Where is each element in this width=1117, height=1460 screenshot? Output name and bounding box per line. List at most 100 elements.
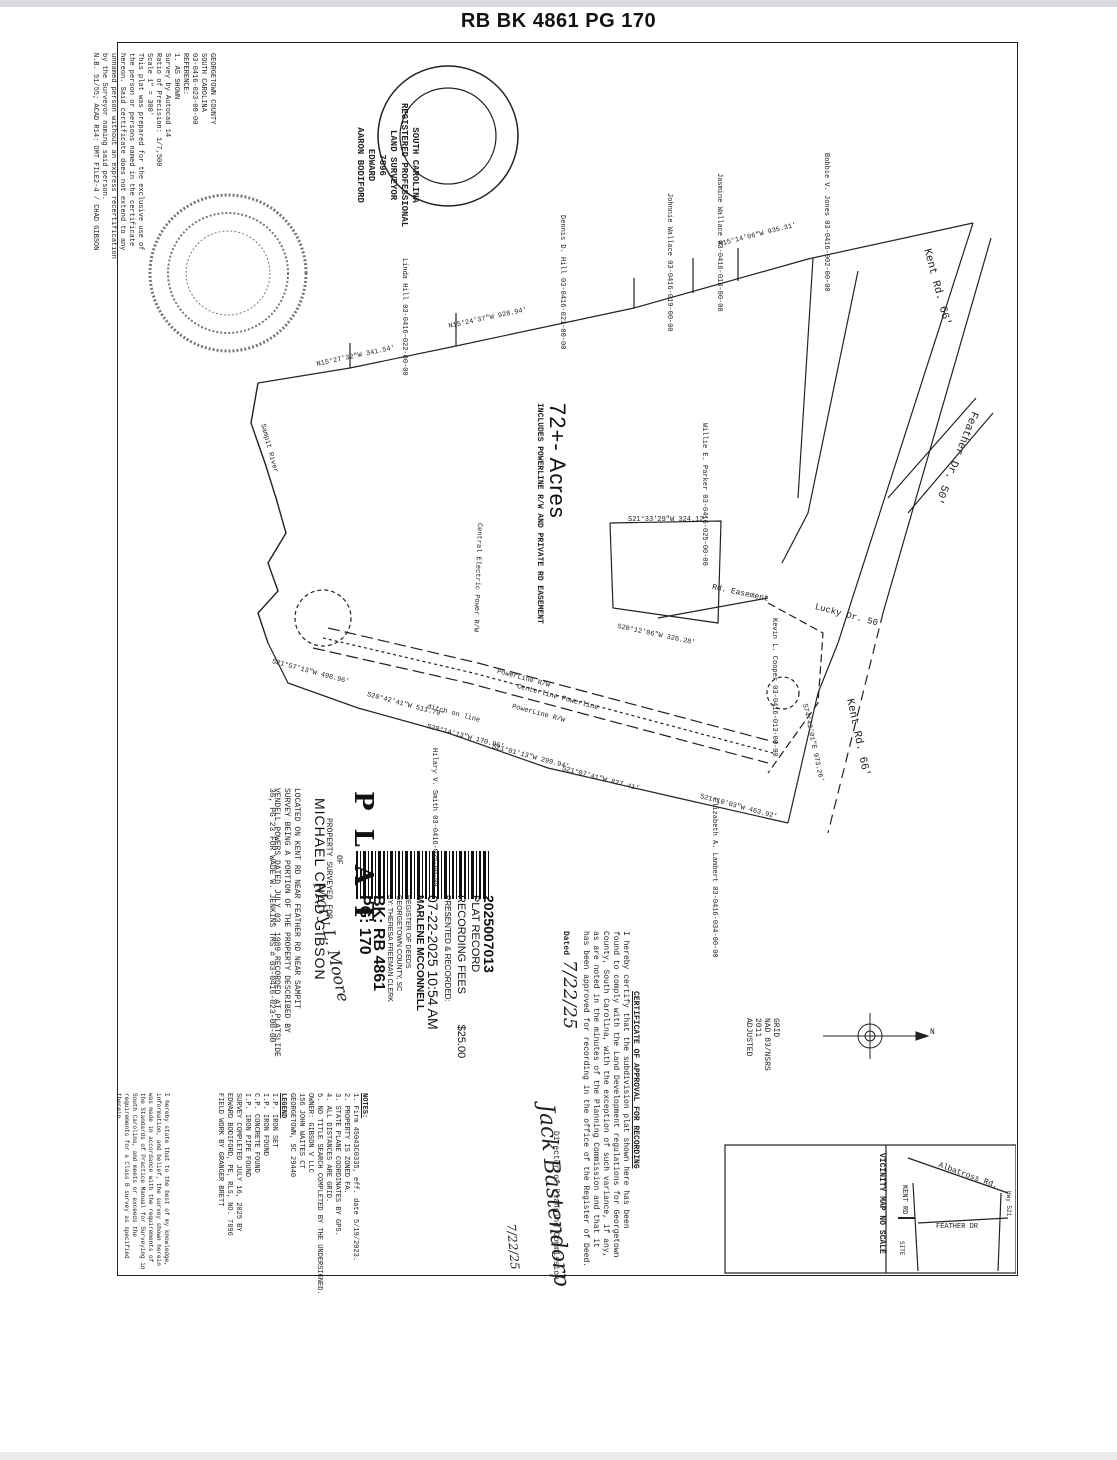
rec-county: GEORGETOWN COUNTY, SC — [395, 895, 402, 992]
ref-scale: Scale 1" = 300' — [145, 53, 153, 117]
cert-l3: County, South Carolina, with the excepti… — [601, 931, 610, 1258]
rec-doc-no: 2025007013 — [481, 895, 497, 973]
ref-survey-by: Survey by Autocad 14 — [163, 53, 171, 138]
vicinity-feather: FEATHER DR — [936, 1223, 979, 1231]
survey-3: FIELD WORK BY GRANGER BRETT — [216, 1093, 224, 1207]
acreage-block: 72+- Acres INCLUDES POWERLINE R/W AND PR… — [535, 403, 570, 624]
north-letter: N — [930, 1028, 935, 1037]
legend-3: C.P. CONCRETE FOUND — [252, 1093, 260, 1173]
owner-3: Johnnie Wallace 03-0416-019-00-00 — [665, 193, 673, 332]
notes-n2: 2. PROPERTY IS ZONED FA. — [342, 1093, 350, 1194]
ref-tms: 03-0416-023-00-00 — [190, 53, 198, 125]
surveyor-seal-smudged — [148, 193, 308, 353]
powerline-rw-south — [312, 647, 769, 764]
rec-pg: PG: 170 — [356, 895, 373, 955]
rec-fees-label: RECORDING FEES — [455, 895, 467, 995]
grid-note: GRID NAD 83/NSRS 2011 ADJUSTED — [744, 1018, 780, 1071]
grid-year: 2011 — [753, 1018, 762, 1038]
powerline-center — [322, 637, 774, 754]
rec-presented: PRESENTED & RECORDED: — [443, 895, 452, 1002]
rec-fees: $25.00 — [455, 1024, 467, 1059]
grid-nad: NAD 83/NSRS — [762, 1018, 771, 1071]
ref-precision: Ratio of Precision: 1/7,500 — [154, 53, 162, 167]
owner-6: Willie E. Parker 03-0416-025-00-00 — [700, 423, 708, 566]
seal-top-text: SOUTH CAROLINA REGISTERED PROFESSIONAL L… — [354, 103, 420, 227]
owner-7: Kevin L. Cooper 03-0416-013-00-00 — [770, 618, 778, 757]
private-rd-easement — [767, 602, 824, 774]
rec-official: MARLENE MCCONNELL — [414, 895, 425, 1012]
survey-2: EDWARD BODIFORD, PE, RLS, NO. 7896 — [225, 1093, 233, 1236]
survey-1: SURVEY COMPLETED JULY 16, 2025 BY — [234, 1093, 242, 1232]
seal-top-eng: LAND SURVEYOR — [388, 130, 398, 201]
notes-owner-2: 156 JOHN WAITES CT — [297, 1093, 305, 1169]
notes-title: NOTES: — [360, 1093, 368, 1119]
notes-n5: 5. NO TITLE SEARCH COMPLETED BY THE UNDE… — [315, 1093, 323, 1295]
vicinity-kent: KENT RD — [900, 1185, 908, 1215]
bearing-11: S21°33'29"W 324.12' — [628, 516, 708, 524]
north-arrow-icon — [823, 1013, 930, 1059]
acreage-label: 72+- Acres — [545, 403, 570, 519]
notes-owner-1: OWNER: GIBSON V LLC — [306, 1093, 314, 1173]
vicinity-hwy: Hwy 521 — [1005, 1191, 1012, 1217]
legend-4: I.P. IRON PIPE FOUND — [243, 1093, 251, 1178]
plat-drawing — [148, 65, 1016, 1274]
sampit-river-line — [250, 382, 287, 644]
lot-divider — [657, 597, 769, 619]
seal-top-reg: REGISTERED PROFESSIONAL — [399, 103, 409, 228]
viewer-bottom-bar — [0, 1452, 1117, 1460]
seal-top-state: SOUTH CAROLINA — [410, 127, 420, 203]
seal-top-name-2: AARON BODIFORD — [355, 127, 365, 203]
owner-8: Hilary V. Smith 03-0416-035-00-00 — [430, 748, 438, 887]
recording-barcode — [356, 851, 489, 899]
notes-n4: 4. ALL DISTANCES ARE GRID. — [324, 1093, 332, 1203]
vicinity-map-box — [724, 1144, 1016, 1274]
kent-rd-edge — [882, 237, 992, 614]
cul-de-sac-1 — [294, 589, 352, 647]
ref-county: GEORGETOWN COUNTY — [208, 53, 216, 125]
legend-title: LEGEND — [279, 1093, 287, 1119]
plat-loc-1: LOCATED ON KENT RD NEAR FEATHER RD NEAR … — [292, 788, 301, 1009]
vicinity-site: SITE — [898, 1241, 905, 1256]
owner-4: Dennis D. Hill 03-0416-021-00-00 — [558, 215, 566, 350]
plat-sheet: 72+- Acres INCLUDES POWERLINE R/W AND PR… — [91, 42, 1018, 1295]
notes-owner-3: GEORGETOWN, SC 29440 — [288, 1093, 296, 1178]
rec-bk: BK: RB 4861 — [370, 895, 387, 992]
owner-1: Bobbie V. Jones 03-0416-002-00-00 — [822, 153, 830, 292]
rec-type: PLAT RECORD — [469, 895, 481, 973]
south-boundary-line — [267, 642, 789, 824]
reference-block: GEORGETOWN COUNTY SOUTH CAROLINA 03-0416… — [90, 53, 216, 263]
viewer-top-bar — [0, 0, 1117, 7]
cert-dated: Dated — [561, 931, 570, 956]
legend-1: I.P. IRON SET — [270, 1093, 278, 1148]
willie-parker-lot — [609, 520, 722, 624]
plat-loc-1-wrap: LOCATED ON KENT RD NEAR FEATHER RD NEAR … — [290, 788, 308, 1009]
grid-adj: ADJUSTED — [744, 1018, 753, 1057]
cert-l1: I hereby certify that the subdivision pl… — [621, 931, 630, 1229]
powerline-rw-north — [327, 627, 779, 744]
vicinity-title: VICINITY MAP NO SCALE — [877, 1153, 886, 1254]
ref-label: REFERENCE: — [181, 53, 189, 96]
seal-top-num: 7896 — [377, 154, 387, 176]
feather-dr-edge — [887, 397, 977, 499]
rec-office: REGISTER OF DEEDS — [404, 895, 411, 969]
rec-datetime: 07-22-2025 10:54 AM — [425, 895, 441, 1030]
document-header: RB BK 4861 PG 170 — [460, 10, 657, 32]
cert-l5: has been approved for recording in the o… — [581, 931, 590, 1268]
ref-value: 1. AS SHOWN — [172, 53, 180, 100]
owner-5: Linda Hill 03-0416-022-00-00 — [400, 258, 408, 376]
kent-rd-south — [787, 642, 839, 824]
notes-n1: 1. Firm 45043C0335, eff. date 5/19/2023. — [351, 1093, 359, 1262]
rec-fees-row: RECORDING FEES $25.00 — [454, 895, 468, 1058]
notes-block: NOTES: 1. Firm 45043C0335, eff. date 5/1… — [215, 1093, 368, 1295]
grid-label: GRID — [771, 1018, 780, 1038]
kent-rd-south-edge — [827, 612, 884, 834]
seal-top-name-1: EDWARD — [366, 148, 376, 182]
owner-2: Jasmine Wallace 03-0416-018-00-00 — [715, 173, 723, 312]
cul-de-sac-2 — [766, 676, 800, 710]
recording-stamp: 2025007013 PLAT RECORD RECORDING FEES $2… — [356, 895, 497, 1058]
cert-l4: as are noted in the minutes of the Plann… — [591, 931, 600, 1248]
notes-n3: 3. STATE PLANE COORDINATES BY GPS. — [333, 1093, 341, 1236]
ref-prepared: This plat was prepared for the exclusive… — [100, 53, 144, 259]
lot-lines — [781, 270, 859, 564]
surveyor-seal-top — [377, 65, 519, 207]
